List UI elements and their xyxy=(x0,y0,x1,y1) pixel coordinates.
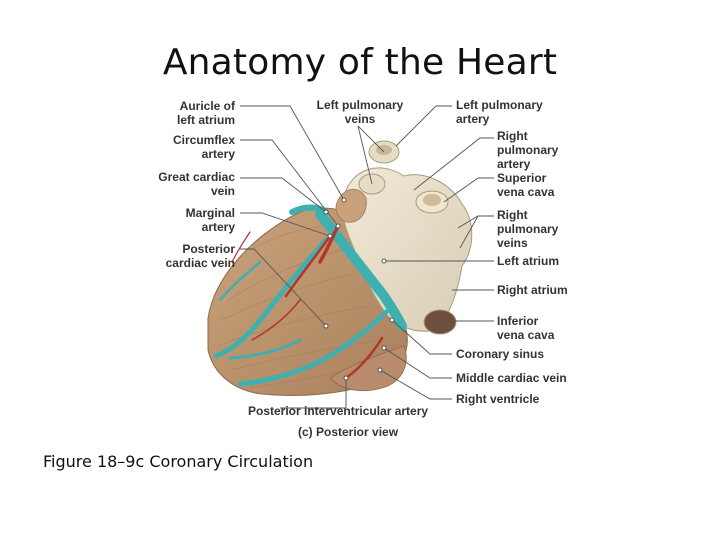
label-right-pulmonary-veins-2: pulmonary xyxy=(497,222,559,236)
labels-right: Left pulmonary artery Right pulmonary ar… xyxy=(456,98,568,406)
label-great-cardiac-vein: Great cardiac xyxy=(158,170,235,184)
heart-illustration xyxy=(207,140,473,397)
label-right-pulmonary-veins-3: veins xyxy=(497,236,528,250)
middle-cardiac-vein-shape xyxy=(237,309,389,387)
label-posterior-cardiac-vein: Posterior xyxy=(182,242,235,256)
label-superior-vena-cava: Superior xyxy=(497,171,547,185)
label-circumflex-artery-2: artery xyxy=(202,147,236,161)
label-right-pulmonary-artery-3: artery xyxy=(497,157,531,171)
labels-top: Left pulmonary veins xyxy=(317,98,404,126)
circumflex-artery-shape xyxy=(318,224,340,264)
label-inferior-vena-cava-2: vena cava xyxy=(497,328,555,342)
label-left-atrium: Left atrium xyxy=(497,254,559,268)
label-posterior-cardiac-vein-2: cardiac vein xyxy=(166,256,235,270)
label-marginal-artery-2: artery xyxy=(202,220,236,234)
labels-left: Auricle of left atrium Circumflex artery… xyxy=(158,99,236,270)
label-posterior-interventricular-artery: Posterior interventricular artery xyxy=(248,404,428,418)
label-inferior-vena-cava: Inferior xyxy=(497,314,539,328)
leader-lines xyxy=(240,105,494,409)
label-left-pulmonary-artery-2: artery xyxy=(456,112,490,126)
auricle-shape xyxy=(335,188,367,223)
figure-view-label: (c) Posterior view xyxy=(298,425,399,439)
label-left-pulmonary-veins: Left pulmonary xyxy=(317,98,404,112)
label-right-atrium: Right atrium xyxy=(497,283,568,297)
label-auricle-of-left-atrium-2: left atrium xyxy=(177,113,235,127)
label-superior-vena-cava-2: vena cava xyxy=(497,185,555,199)
posterior-interventricular-artery-shape xyxy=(344,336,384,380)
label-auricle-of-left-atrium: Auricle of xyxy=(180,99,236,113)
label-right-pulmonary-veins: Right xyxy=(497,208,528,222)
label-coronary-sinus: Coronary sinus xyxy=(456,347,544,361)
label-right-pulmonary-artery-2: pulmonary xyxy=(497,143,559,157)
marginal-artery-shape xyxy=(284,234,332,298)
label-great-cardiac-vein-2: vein xyxy=(211,184,235,198)
label-middle-cardiac-vein: Middle cardiac vein xyxy=(456,371,567,385)
label-circumflex-artery: Circumflex xyxy=(173,133,235,147)
inferior-vena-cava-opening xyxy=(423,309,457,335)
figure-caption: Figure 18–9c Coronary Circulation xyxy=(43,452,314,471)
label-marginal-artery: Marginal xyxy=(186,206,235,220)
leader-dots xyxy=(323,197,395,381)
label-right-ventricle: Right ventricle xyxy=(456,392,540,406)
label-left-pulmonary-artery: Left pulmonary xyxy=(456,98,543,112)
posterior-cardiac-vein-shape xyxy=(213,237,329,359)
label-left-pulmonary-veins-2: veins xyxy=(345,112,376,126)
label-right-pulmonary-artery: Right xyxy=(497,129,528,143)
slide-title: Anatomy of the Heart xyxy=(162,42,558,83)
